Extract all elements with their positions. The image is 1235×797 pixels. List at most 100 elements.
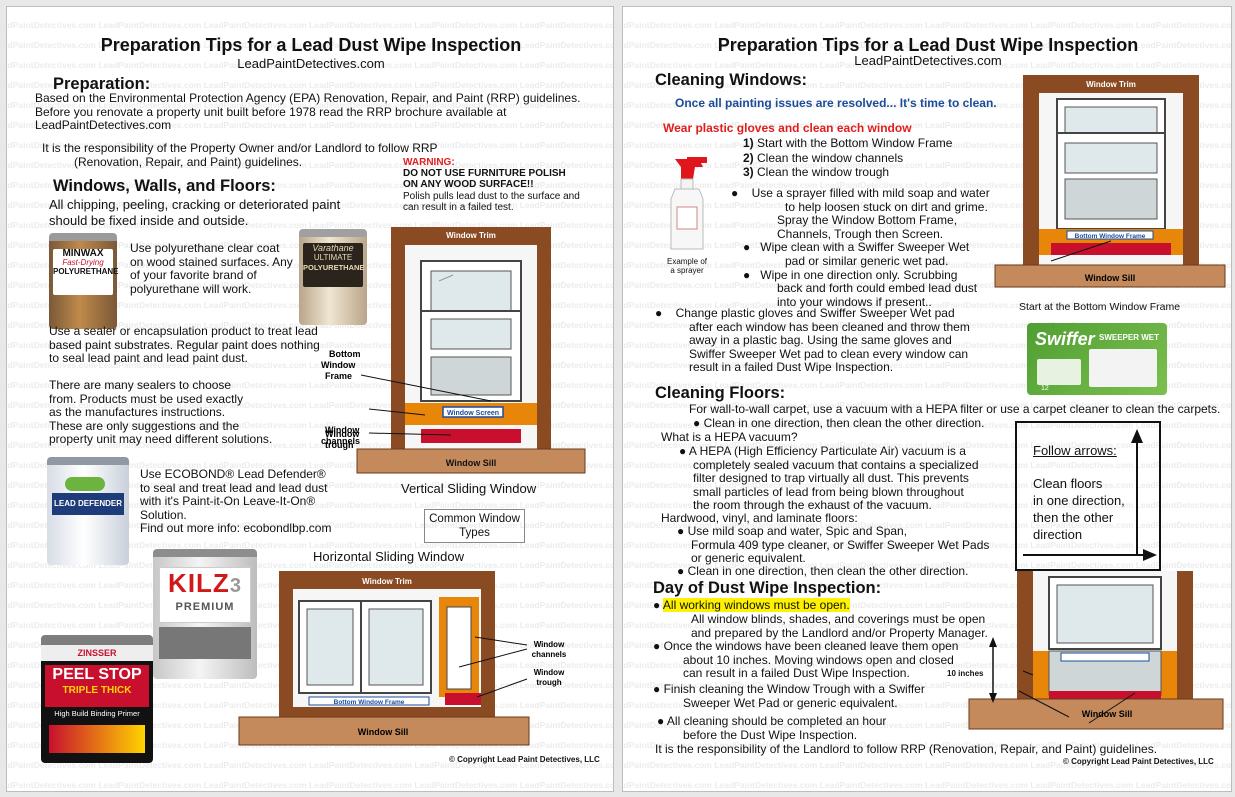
window-sill-h: [238, 716, 530, 746]
watermark-line: LeadPaintDetectives.com LeadPaintDetecti…: [7, 120, 613, 130]
watermark-line: LeadPaintDetectives.com LeadPaintDetecti…: [623, 220, 1231, 230]
bullet: ●: [677, 564, 688, 578]
dw-open-sub: All window blinds, shades, and coverings…: [691, 612, 988, 640]
spray-bullets: ● Use a sprayer filled with mild soap an…: [731, 186, 990, 309]
cleaning-floors-heading: Cleaning Floors:: [655, 384, 786, 402]
clean-direction-2: ● Clean in one direction, then clean the…: [677, 564, 969, 578]
frame-label-r: Bottom Window Frame: [1075, 233, 1146, 240]
sprayer-image: [670, 157, 707, 250]
copyright-left: © Copyright Lead Paint Detectives, LLC: [449, 755, 600, 764]
watermark-line: LeadPaintDetectives.com LeadPaintDetecti…: [623, 680, 1231, 690]
cleaning-windows-heading: Cleaning Windows:: [655, 71, 808, 89]
bullet: ●: [655, 306, 676, 320]
watermark-line: LeadPaintDetectives.com LeadPaintDetecti…: [7, 340, 613, 350]
sprayer-caption: Example of a sprayer: [666, 257, 708, 275]
watermark-line: LeadPaintDetectives.com LeadPaintDetecti…: [7, 360, 613, 370]
bullet: ●: [653, 682, 664, 696]
clean-direction-1: ● Clean in one direction, then clean the…: [693, 416, 985, 430]
polyurethane-text: Use polyurethane clear coat on wood stai…: [130, 241, 293, 296]
watermark-line: LeadPaintDetectives.com LeadPaintDetecti…: [7, 320, 613, 330]
bullet: ●: [743, 267, 761, 282]
watermark-line: LeadPaintDetectives.com LeadPaintDetecti…: [623, 160, 1231, 170]
dw-all: ● All cleaning should be completed an ho…: [657, 714, 887, 742]
watermark-line: LeadPaintDetectives.com LeadPaintDetecti…: [623, 100, 1231, 110]
watermark-line: LeadPaintDetectives.com LeadPaintDetecti…: [623, 520, 1231, 530]
watermark-line: LeadPaintDetectives.com LeadPaintDetecti…: [623, 40, 1231, 50]
hepa-question: What is a HEPA vacuum?: [661, 430, 798, 444]
open-window-diagram: Window Sill: [968, 571, 1224, 730]
windows-walls-floors-heading: Windows, Walls, and Floors:: [53, 177, 276, 195]
watermark-line: LeadPaintDetectives.com LeadPaintDetecti…: [623, 80, 1231, 90]
bullet: ●: [653, 639, 664, 653]
watermark-line: LeadPaintDetectives.com LeadPaintDetecti…: [7, 780, 613, 790]
watermark-line: LeadPaintDetectives.com LeadPaintDetecti…: [623, 560, 1231, 570]
watermark-line: LeadPaintDetectives.com LeadPaintDetecti…: [623, 340, 1231, 350]
follow-arrows-box: Follow arrows: Clean floors in one direc…: [1015, 421, 1161, 571]
bullet: ●: [731, 186, 752, 200]
wwf-text: All chipping, peeling, cracking or deter…: [49, 197, 341, 228]
trim-label-r: Window Trim: [1086, 80, 1136, 89]
warning-title: WARNING:: [403, 157, 455, 168]
watermark-line: LeadPaintDetectives.com LeadPaintDetecti…: [7, 20, 613, 30]
watermark-line: LeadPaintDetectives.com LeadPaintDetecti…: [623, 740, 1231, 750]
watermark-line: LeadPaintDetectives.com LeadPaintDetecti…: [7, 100, 613, 110]
watermark-line: LeadPaintDetectives.com LeadPaintDetecti…: [7, 520, 613, 530]
page-title: Preparation Tips for a Lead Dust Wipe In…: [717, 35, 1139, 55]
watermark-line: LeadPaintDetectives.com LeadPaintDetecti…: [623, 780, 1231, 790]
watermark-line: LeadPaintDetectives.com LeadPaintDetecti…: [7, 540, 613, 550]
window-trough: [421, 429, 521, 443]
carpet-text: For wall-to-wall carpet, use a vacuum wi…: [689, 402, 1221, 416]
sill-label-r: Window Sill: [1085, 273, 1135, 283]
warning-text: DO NOT USE FURNITURE POLISH ON ANY WOOD …: [403, 168, 566, 190]
horizontal-window-diagram: Window Trim Bottom Window Frame Window S…: [238, 571, 567, 746]
site-url: LeadPaintDetectives.com: [237, 56, 385, 71]
site-url: LeadPaintDetectives.com: [854, 53, 1002, 68]
watermark-line: LeadPaintDetectives.com LeadPaintDetecti…: [623, 20, 1231, 30]
copyright-icon: ©: [449, 755, 458, 764]
swiffer-box-image: Swiffer SWEEPER WET 12: [1027, 323, 1167, 395]
watermark-line: LeadPaintDetectives.com LeadPaintDetecti…: [623, 180, 1231, 190]
cleaning-steps: 1) Start with the Bottom Window Frame 2)…: [743, 136, 953, 180]
direction-arrows-icon: [1023, 429, 1157, 561]
watermark-line: LeadPaintDetectives.com LeadPaintDetecti…: [623, 260, 1231, 270]
peel-stop-can-image: ZINSSER PEEL STOP TRIPLE THICK High Buil…: [41, 635, 153, 763]
watermark-line: LeadPaintDetectives.com LeadPaintDetecti…: [7, 80, 613, 90]
sealers-choice-text: There are many sealers to choose from. P…: [49, 378, 273, 447]
preparation-heading: Preparation:: [53, 75, 151, 93]
watermark-line: LeadPaintDetectives.com LeadPaintDetecti…: [7, 160, 613, 170]
bullet: ●: [653, 598, 663, 612]
footer-responsibility: It is the responsibility of the Landlord…: [655, 742, 1158, 756]
watermark-line: LeadPaintDetectives.com LeadPaintDetecti…: [7, 400, 613, 410]
change-gloves-text: ● Change plastic gloves and Swiffer Swee…: [655, 306, 970, 375]
page-title: Preparation Tips for a Lead Dust Wipe In…: [100, 35, 522, 55]
watermark-line: LeadPaintDetectives.com LeadPaintDetecti…: [623, 380, 1231, 390]
watermark-line: LeadPaintDetectives.com LeadPaintDetecti…: [623, 640, 1231, 650]
copyright-right: © Copyright Lead Paint Detectives, LLC: [1063, 757, 1214, 766]
watermark-line: LeadPaintDetectives.com LeadPaintDetecti…: [7, 760, 613, 770]
watermark-line: LeadPaintDetectives.com LeadPaintDetecti…: [7, 40, 613, 50]
watermark-line: LeadPaintDetectives.com LeadPaintDetecti…: [623, 320, 1231, 330]
gloves-instruction: Wear plastic gloves and clean each windo…: [663, 121, 912, 135]
bullet: ●: [657, 714, 667, 728]
watermark-line: LeadPaintDetectives.com LeadPaintDetecti…: [623, 240, 1231, 250]
sill-label: Window Sill: [446, 458, 496, 468]
dw-finish: ● Finish cleaning the Window Trough with…: [653, 682, 925, 710]
dw-once: ● Once the windows have been cleaned lea…: [653, 639, 959, 681]
vertical-window-caption: Vertical Sliding Window: [401, 481, 537, 496]
watermark-line: LeadPaintDetectives.com LeadPaintDetecti…: [7, 460, 613, 470]
sill-label-h: Window Sill: [358, 727, 408, 737]
watermark-line: LeadPaintDetectives.com LeadPaintDetecti…: [623, 200, 1231, 210]
window-diagram-right: Window Trim Bottom Window Frame Window S…: [994, 75, 1226, 288]
bullet: ●: [693, 416, 704, 430]
watermark-line: LeadPaintDetectives.com LeadPaintDetecti…: [7, 60, 613, 70]
trim-label: Window Trim: [446, 231, 496, 240]
watermark-line: LeadPaintDetectives.com LeadPaintDetecti…: [623, 700, 1231, 710]
watermark-line: LeadPaintDetectives.com LeadPaintDetecti…: [623, 60, 1231, 70]
dw-open: ● All working windows must be open.: [653, 598, 850, 612]
watermark-line: LeadPaintDetectives.com LeadPaintDetecti…: [623, 660, 1231, 670]
left-page: LeadPaintDetectives.com LeadPaintDetecti…: [6, 6, 614, 792]
watermark-line: LeadPaintDetectives.com LeadPaintDetecti…: [623, 440, 1231, 450]
bullet: ●: [679, 444, 689, 458]
soap-text: ● Use mild soap and water, Spic and Span…: [677, 524, 990, 566]
sealer-text: Use a sealer or encapsulation product to…: [49, 324, 320, 366]
